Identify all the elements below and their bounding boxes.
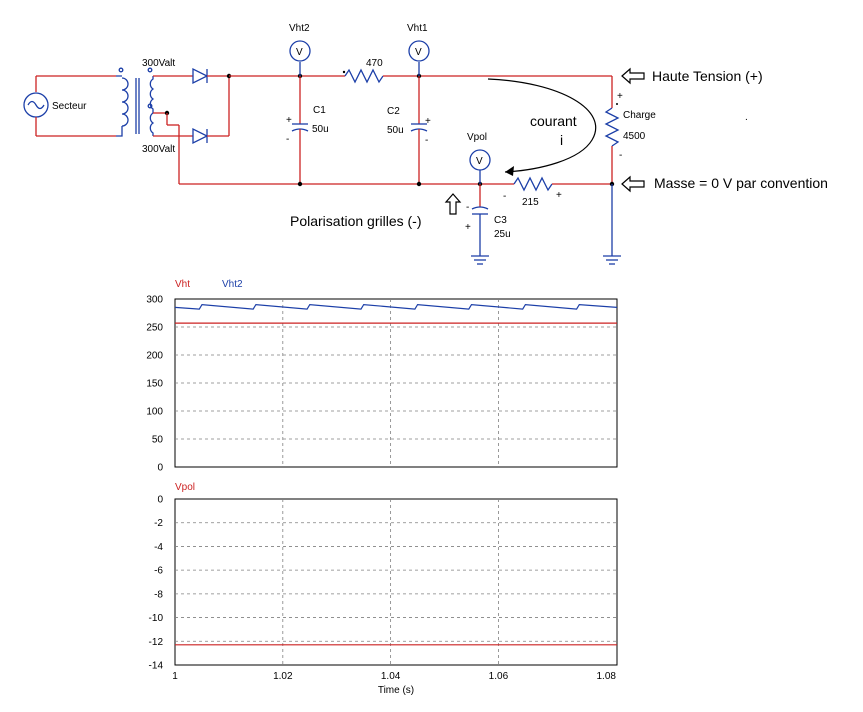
meter-vpol-symbol: V [476,156,483,167]
series-1 [174,303,618,324]
meter-vht2: V Vht2 [289,23,311,76]
grid-1 [175,299,617,467]
ac-source: Secteur [23,75,116,137]
meter-vht2-symbol: V [296,47,303,58]
plot-frame-2 [174,498,618,666]
load-name: Charge [623,110,656,121]
y-tick-label: -8 [154,589,163,600]
transformer-bottom-label: 300Valt [142,144,175,155]
resistor-470: 470 [342,58,612,84]
resistor-215-plus: + [556,190,562,201]
grid-2 [175,499,617,665]
c3-value: 25u [494,229,511,240]
capacitor-c2: + - C2 50u [387,76,431,184]
meter-vht2-label: Vht2 [289,23,310,34]
y-tick-label: -12 [149,637,164,648]
c1-value: 50u [312,124,329,135]
c2-plus: + [425,116,431,127]
x-tick-label: 1.04 [381,671,401,682]
resistor-215-minus: - [503,191,506,202]
y-tick-label: 0 [157,463,163,474]
transformer-top-label: 300Valt [142,58,175,69]
load-plus: + [617,91,623,102]
y-tick-label: -6 [154,566,163,577]
y-tick-label: 200 [146,351,163,362]
legend-vpol: Vpol [175,482,195,493]
x-axis-label: Time (s) [378,685,414,696]
c3-minus: - [466,202,469,213]
y-tick-label: 50 [152,435,164,446]
series-line-vht2 [174,303,618,310]
legend-vht2: Vht2 [222,279,243,290]
polarisation-arrow: Polarisation grilles (-) [290,193,462,229]
chart-vht: Vht Vht2 300 250 200 150 100 50 0 [146,279,618,474]
y-ticks-2: 0 -2 -4 -6 -8 -10 -12 -14 [149,495,164,672]
courant-symbol: i [560,132,563,148]
resistor-470-label: 470 [366,58,383,69]
capacitor-c1: + - C1 50u [286,76,329,184]
legend-vht: Vht [175,279,190,290]
y-tick-label: 0 [157,495,163,506]
y-ticks-1: 300 250 200 150 100 50 0 [146,295,163,474]
c2-name: C2 [387,106,400,117]
diode-top [192,67,229,85]
haute-tension-arrow: Haute Tension (+) [621,67,763,85]
y-tick-label: -4 [154,542,163,553]
stray-dot: . [745,112,748,123]
meter-vht1-label: Vht1 [407,23,428,34]
meter-vht1-symbol: V [415,47,422,58]
ground-right [603,184,621,265]
diode-bottom [192,127,229,145]
c3-plus: + [465,222,471,233]
haute-tension-label: Haute Tension (+) [652,68,763,84]
c3-name: C3 [494,215,507,226]
c2-value: 50u [387,125,404,136]
masse-label: Masse = 0 V par convention [654,175,828,191]
y-tick-label: 250 [146,323,163,334]
y-tick-label: 100 [146,407,163,418]
c1-name: C1 [313,105,326,116]
source-label: Secteur [52,101,87,112]
masse-arrow: Masse = 0 V par convention [621,175,828,193]
capacitor-c3: - + C3 25u [465,184,511,265]
load-minus: - [619,150,622,161]
load-resistor: + Charge 4500 - [604,76,656,184]
schematic: Secteur 300Valt 300Valt [23,23,828,265]
polarisation-label: Polarisation grilles (-) [290,213,421,229]
y-tick-label: -2 [154,518,163,529]
y-tick-label: -14 [149,661,164,672]
x-tick-label: 1 [172,671,178,682]
current-arrow: courant i [487,78,597,176]
x-tick-label: 1.06 [489,671,509,682]
y-tick-label: 150 [146,379,163,390]
c1-minus: - [286,134,289,145]
c2-minus: - [425,135,428,146]
x-tick-label: 1.02 [273,671,293,682]
y-tick-label: -10 [149,613,164,624]
meter-vpol-label: Vpol [467,132,487,143]
x-ticks-2: 1 1.02 1.04 1.06 1.08 [172,671,616,682]
courant-label: courant [530,113,577,129]
meter-vpol: V Vpol [467,132,491,184]
meter-vht1: V Vht1 [407,23,430,76]
transformer: 300Valt 300Valt [116,58,193,184]
y-tick-label: 300 [146,295,163,306]
resistor-215: 215 - + [503,176,615,208]
chart-vpol: Vpol 0 -2 -4 -6 -8 -10 -12 -14 1 1.02 1.04 1.06 1.0… [149,482,618,696]
x-tick-label: 1.08 [596,671,616,682]
resistor-215-label: 215 [522,197,539,208]
c1-plus: + [286,115,292,126]
load-value: 4500 [623,131,646,142]
